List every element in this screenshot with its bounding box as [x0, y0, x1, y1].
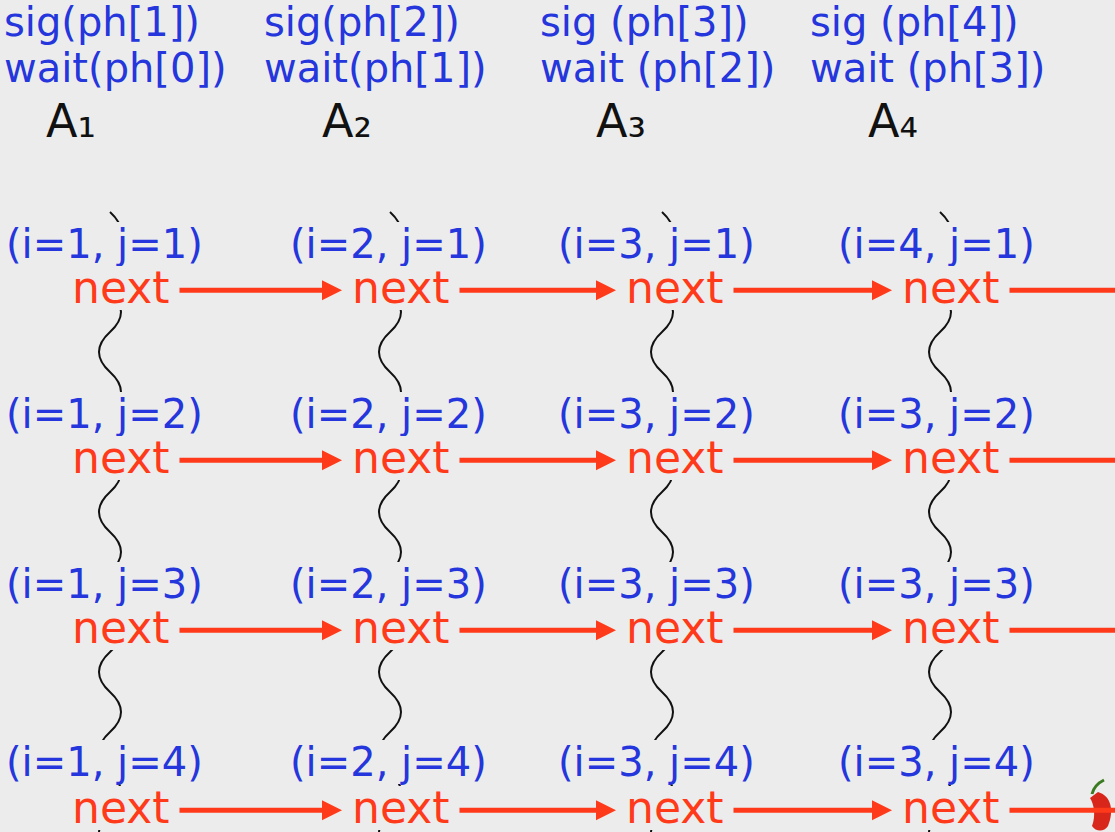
arrow-head	[596, 450, 616, 470]
next-label: next	[350, 266, 451, 310]
iteration-label: (i=3, j=3)	[836, 562, 1037, 606]
wait-call: wait (ph[2])	[538, 46, 777, 90]
next-arrow	[459, 620, 616, 640]
next-arrow	[733, 620, 892, 640]
arrow-shaft	[459, 808, 602, 813]
next-label: next	[624, 266, 725, 310]
next-arrow	[459, 800, 616, 820]
activity-name: A₂	[320, 96, 374, 147]
iteration-label: (i=2, j=4)	[288, 740, 489, 784]
arrow-shaft	[733, 628, 878, 633]
arrow-head	[322, 280, 342, 300]
arrow-head	[872, 280, 892, 300]
arrow-head	[872, 620, 892, 640]
arrow-head	[322, 620, 342, 640]
next-label: next	[624, 436, 725, 480]
arrow-head	[596, 280, 616, 300]
wait-call: wait (ph[3])	[808, 46, 1047, 90]
arrow-shaft	[459, 288, 602, 293]
next-arrow	[733, 800, 892, 820]
next-label: next	[624, 606, 725, 650]
next-label: next	[900, 436, 1001, 480]
arrow-stub	[1009, 808, 1115, 813]
next-arrow	[733, 280, 892, 300]
arrow-head	[872, 450, 892, 470]
arrow-shaft	[179, 628, 328, 633]
next-label: next	[624, 786, 725, 830]
iteration-label: (i=4, j=1)	[836, 222, 1037, 266]
next-label: next	[350, 436, 451, 480]
arrow-head	[322, 800, 342, 820]
next-label: next	[70, 606, 171, 650]
arrow-shaft	[733, 458, 878, 463]
arrow-shaft	[459, 458, 602, 463]
wait-call: wait(ph[1])	[262, 46, 489, 90]
next-label: next	[70, 436, 171, 480]
iteration-label: (i=3, j=4)	[556, 740, 757, 784]
signal-call: sig (ph[4])	[808, 0, 1021, 44]
chili-pepper	[1090, 780, 1111, 831]
activity-name: A₃	[594, 96, 648, 147]
signal-call: sig(ph[2])	[262, 0, 462, 44]
arrow-shaft	[179, 808, 328, 813]
signal-call: sig(ph[1])	[2, 0, 202, 44]
iteration-label: (i=1, j=1)	[4, 222, 205, 266]
arrow-shaft	[179, 288, 328, 293]
next-arrow	[459, 450, 616, 470]
arrow-head	[322, 450, 342, 470]
iteration-label: (i=2, j=2)	[288, 392, 489, 436]
next-label: next	[350, 786, 451, 830]
iteration-label: (i=3, j=2)	[556, 392, 757, 436]
iteration-label: (i=3, j=2)	[836, 392, 1037, 436]
next-label: next	[900, 606, 1001, 650]
arrow-stub	[1009, 458, 1115, 463]
wait-call: wait(ph[0])	[2, 46, 229, 90]
next-label: next	[70, 786, 171, 830]
arrow-shaft	[459, 628, 602, 633]
next-arrow	[179, 280, 342, 300]
next-label: next	[350, 606, 451, 650]
next-label: next	[900, 266, 1001, 310]
iteration-label: (i=1, j=3)	[4, 562, 205, 606]
next-arrow	[459, 280, 616, 300]
arrow-head	[596, 620, 616, 640]
signal-call: sig (ph[3])	[538, 0, 751, 44]
iteration-label: (i=3, j=3)	[556, 562, 757, 606]
arrow-head	[872, 800, 892, 820]
iteration-label: (i=2, j=1)	[288, 222, 489, 266]
arrow-stub	[1009, 288, 1115, 293]
next-arrow	[179, 620, 342, 640]
iteration-label: (i=3, j=1)	[556, 222, 757, 266]
iteration-label: (i=1, j=2)	[4, 392, 205, 436]
arrow-shaft	[179, 458, 328, 463]
next-arrow	[179, 800, 342, 820]
next-label: next	[70, 266, 171, 310]
next-arrow	[179, 450, 342, 470]
arrow-head	[596, 800, 616, 820]
activity-name: A₁	[44, 96, 98, 147]
activity-name: A₄	[866, 96, 920, 147]
next-arrow	[733, 450, 892, 470]
iteration-label: (i=2, j=3)	[288, 562, 489, 606]
arrow-stub	[1009, 628, 1115, 633]
iteration-label: (i=1, j=4)	[4, 740, 205, 784]
next-label: next	[900, 786, 1001, 830]
iteration-label: (i=3, j=4)	[836, 740, 1037, 784]
arrow-shaft	[733, 288, 878, 293]
arrow-shaft	[733, 808, 878, 813]
